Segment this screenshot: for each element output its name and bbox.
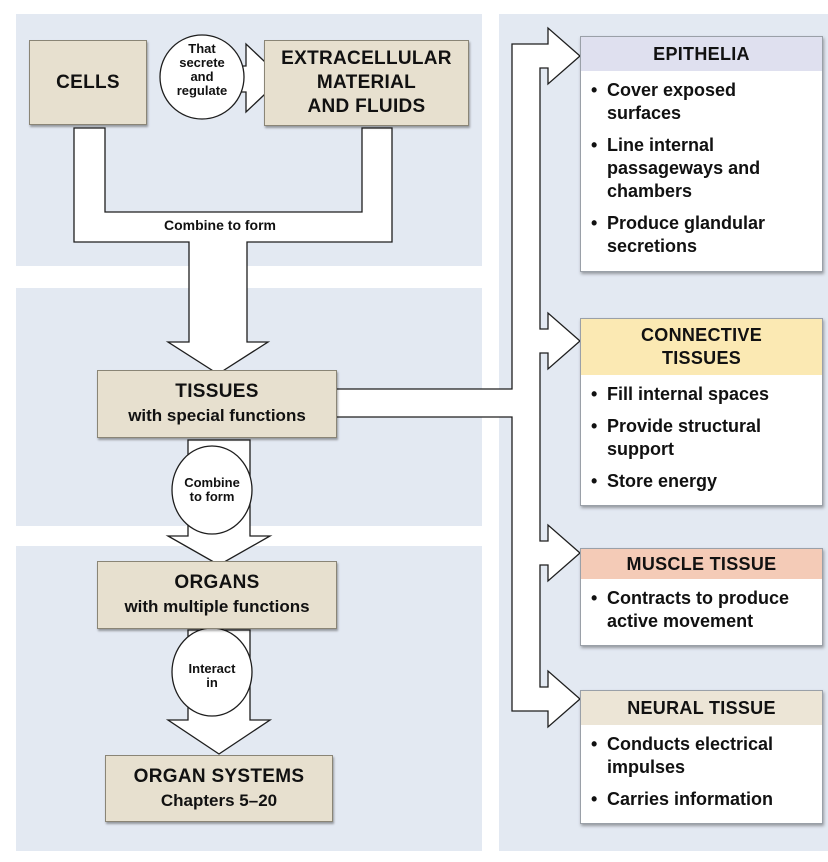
combine-bubble-circle [171,445,253,535]
secrete-bubble-circle [159,34,245,120]
secrete-bubble-text: That secrete and regulate [160,42,244,98]
bubble-line: in [206,675,218,690]
list-item: Cover exposed surfaces [591,79,814,125]
tissues-box: TISSUES with special functions [97,370,337,438]
list-item: Store energy [591,470,814,493]
connective-header-line: CONNECTIVE TISSUES [640,325,762,368]
combine-to-form-label: Combine to form [164,217,276,233]
list-item: Conducts electrical impulses [591,733,814,779]
muscle-header: MUSCLE TISSUE [581,549,822,579]
extracellular-box: EXTRACELLULAR MATERIAL AND FLUIDS [264,40,469,126]
organ-systems-title: ORGAN SYSTEMS [133,765,305,787]
tissue-types-branch-arrow [335,26,581,729]
muscle-card: MUSCLE TISSUE Contracts to produce activ… [580,548,823,646]
bubble-line: That [188,41,216,56]
organs-box: ORGANS with multiple functions [97,561,337,629]
list-item: Provide structural support [591,415,814,461]
connective-card: CONNECTIVE TISSUES Fill internal spaces … [580,318,823,506]
bubble-line: Combine [184,475,240,490]
neural-card: NEURAL TISSUE Conducts electrical impuls… [580,690,823,824]
neural-list: Conducts electrical impulses Carries inf… [581,725,822,811]
tissues-title: TISSUES [175,381,259,402]
combine-to-tissues-arrow [73,127,393,375]
connective-header: CONNECTIVE TISSUES [581,319,822,375]
list-item: Produce glandular secretions [591,212,814,258]
neural-header: NEURAL TISSUE [581,691,822,725]
muscle-list: Contracts to produce active movement [581,579,822,633]
organ-systems-subtitle: Chapters 5–20 [160,790,278,810]
organ-systems-box: ORGAN SYSTEMS Chapters 5–20 [105,755,333,822]
epithelia-header: EPITHELIA [581,37,822,71]
extracellular-line: EXTRACELLULAR [281,48,452,69]
bubble-line: Interact [188,661,236,676]
epithelia-card: EPITHELIA Cover exposed surfaces Line in… [580,36,823,272]
extracellular-line: AND FLUIDS [307,96,426,117]
bubble-line: and [190,69,214,84]
bubble-line: regulate [176,83,228,98]
list-item: Fill internal spaces [591,383,814,406]
organs-title: ORGANS [174,572,260,593]
bubble-line: secrete [179,55,225,70]
connective-list: Fill internal spaces Provide structural … [581,375,822,493]
list-item: Line internal passageways and chambers [591,134,814,203]
bubble-line: to form [189,489,235,504]
list-item: Carries information [591,788,814,811]
organs-subtitle: with multiple functions [124,597,310,616]
tissues-subtitle: with special functions [128,406,306,425]
epithelia-list: Cover exposed surfaces Line internal pas… [581,71,822,258]
list-item: Contracts to produce active movement [591,587,814,633]
cells-title: CELLS [56,71,120,93]
cells-box: CELLS [29,40,147,125]
extracellular-line: MATERIAL [316,72,417,93]
interact-bubble-text: Interact in [170,662,254,690]
combine-bubble-text: Combine to form [170,476,254,504]
